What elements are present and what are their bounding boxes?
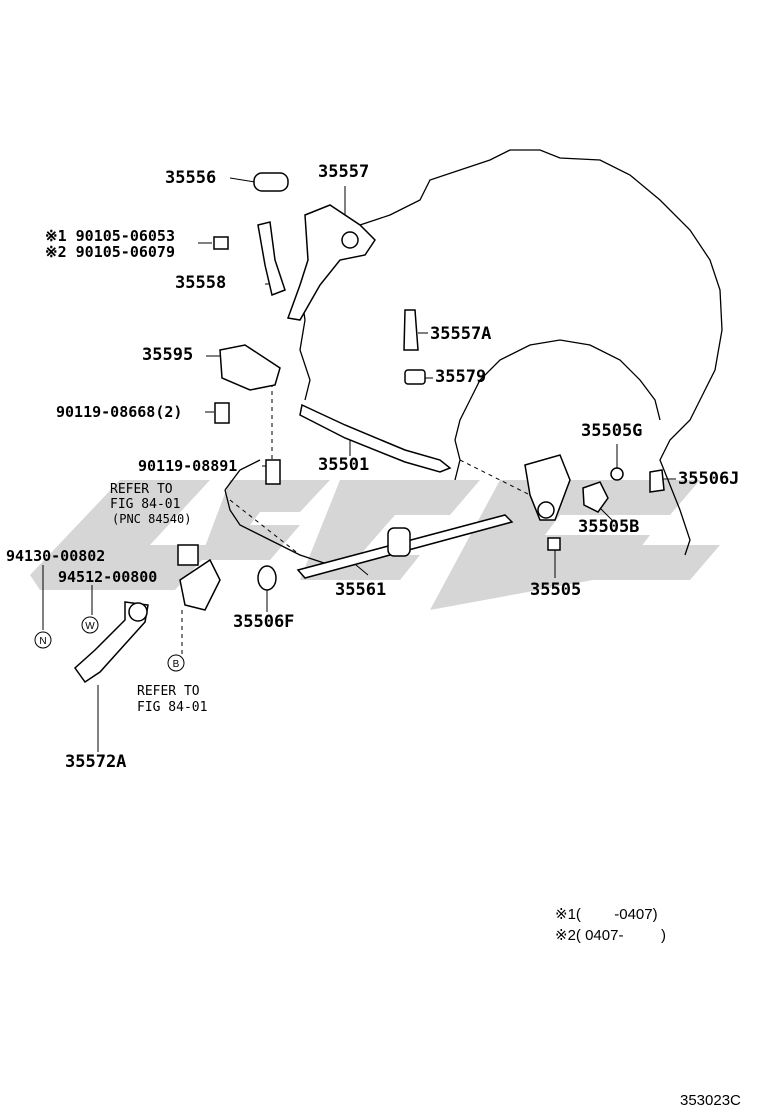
label-35505B: 35505B bbox=[578, 517, 640, 537]
ref1-line1: REFER TO bbox=[110, 482, 173, 497]
note-2: ※2( 0407- ) bbox=[555, 927, 666, 944]
label-90105-06053: ※1 90105-06053 bbox=[45, 227, 175, 245]
label-35556: 35556 bbox=[165, 168, 217, 188]
marker-b-circle bbox=[167, 654, 185, 672]
label-94512-00800: 94512-00800 bbox=[58, 568, 158, 586]
label-35501: 35501 bbox=[318, 455, 370, 475]
marker-letters: N W B bbox=[39, 621, 179, 670]
ref1-line3: (PNC 84540) bbox=[112, 512, 192, 526]
label-35558: 35558 bbox=[175, 273, 227, 293]
rod-35501 bbox=[299, 403, 452, 473]
bush-35505B bbox=[582, 481, 609, 513]
label-35506J: 35506J bbox=[678, 469, 740, 489]
clip-35506J bbox=[649, 469, 665, 493]
label-90119-08668: 90119-08668(2) bbox=[56, 403, 183, 421]
bolt-90105 bbox=[213, 236, 229, 250]
circle-markers bbox=[34, 616, 185, 672]
marker-w-circle bbox=[81, 616, 99, 634]
watermark-logo bbox=[30, 480, 720, 610]
transmission-housing bbox=[224, 149, 723, 566]
figure-code: 353023C bbox=[680, 1092, 741, 1109]
part-shapes bbox=[74, 172, 665, 684]
ref1-line2: FIG 84-01 bbox=[110, 497, 181, 512]
bracket-35595 bbox=[219, 344, 281, 391]
note-1: ※1( -0407) bbox=[555, 906, 658, 923]
label-35505: 35505 bbox=[530, 580, 582, 600]
bolt-90119-08668 bbox=[214, 402, 230, 424]
clip-35505G bbox=[610, 467, 624, 481]
lever-35505 bbox=[524, 454, 571, 521]
label-90119-08891: 90119-08891 bbox=[138, 457, 238, 475]
label-35579: 35579 bbox=[435, 367, 487, 387]
label-35561: 35561 bbox=[335, 580, 387, 600]
label-94130-00802: 94130-00802 bbox=[6, 547, 106, 565]
marker-n-circle bbox=[34, 631, 52, 649]
label-35557: 35557 bbox=[318, 162, 370, 182]
lever-35557 bbox=[286, 204, 376, 321]
seal-35506F bbox=[257, 565, 277, 591]
label-35572A: 35572A bbox=[65, 752, 127, 772]
dashed-guides bbox=[181, 375, 541, 655]
ref2-line2: FIG 84-01 bbox=[137, 700, 208, 715]
marker-w: W bbox=[85, 621, 95, 632]
marker-n: N bbox=[39, 636, 46, 647]
marker-b: B bbox=[173, 659, 180, 670]
label-35557A: 35557A bbox=[430, 324, 492, 344]
bolt-90119-08891 bbox=[265, 459, 281, 485]
label-35505G: 35505G bbox=[581, 421, 643, 441]
neutral-switch bbox=[179, 558, 221, 611]
ref2-line1: REFER TO bbox=[137, 684, 200, 699]
pin-35556 bbox=[253, 172, 289, 192]
label-90105-06079: ※2 90105-06079 bbox=[45, 243, 175, 261]
switch-connector bbox=[177, 544, 199, 566]
bolt-35579 bbox=[404, 369, 426, 385]
label-35506F: 35506F bbox=[233, 612, 295, 632]
label-35595: 35595 bbox=[142, 345, 194, 365]
bracket-35558 bbox=[257, 221, 286, 297]
spring-35557A bbox=[403, 309, 419, 351]
